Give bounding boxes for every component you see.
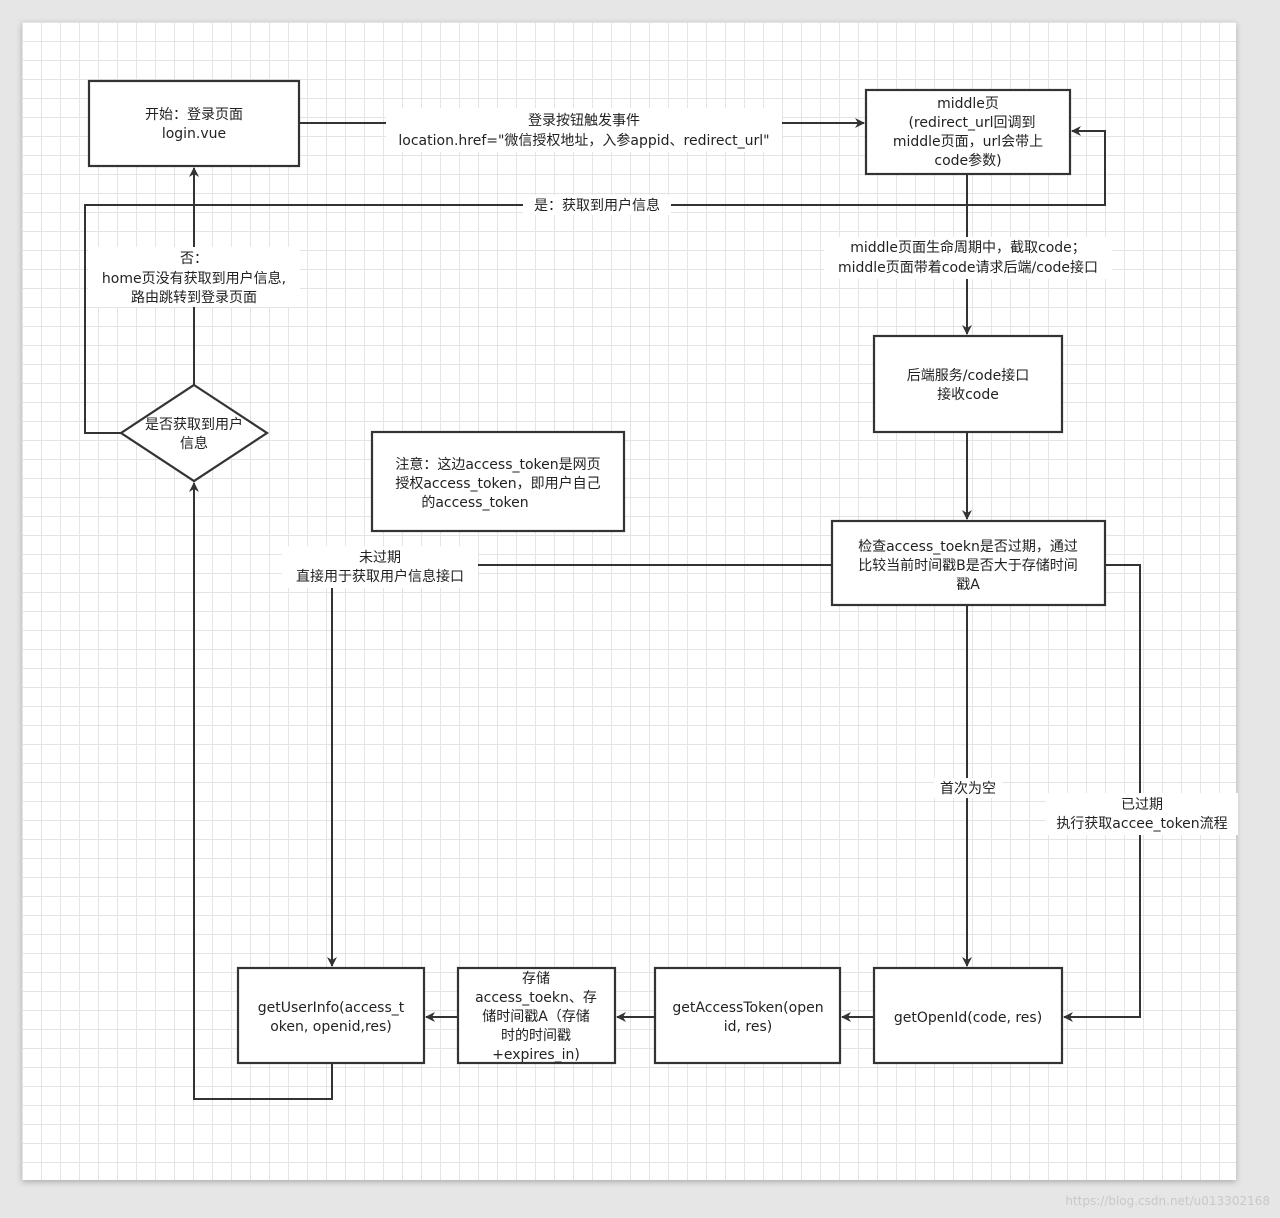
note-text: 的access_token: [421, 495, 528, 511]
node-text: getUserInfo(access_t: [258, 1000, 405, 1016]
edge-label: 否：: [180, 251, 208, 267]
edge-label: 登录按钮触发事件: [528, 113, 640, 129]
node-text: middle页: [937, 96, 999, 112]
edge-label: middle页面生命周期中，截取code；: [850, 239, 1086, 256]
node-text: 是否获取到用户: [145, 416, 243, 433]
label-no-info: 否： home页没有获取到用户信息, 路由跳转到登录页面: [88, 247, 300, 307]
node-middle-page: middle页 (redirect_url回调到 middle页面，url会带上…: [864, 88, 1072, 176]
edge-label: 首次为空: [940, 781, 996, 797]
edge-label: middle页面带着code请求后端/code接口: [838, 259, 1098, 276]
node-text: id, res): [724, 1019, 773, 1035]
node-text: oken, openid,res): [270, 1019, 392, 1035]
node-text: login.vue: [162, 126, 226, 142]
watermark: https://blog.csdn.net/u013302168: [1065, 1194, 1270, 1208]
node-text: 信息: [180, 435, 208, 452]
edge-label: 执行获取accee_token流程: [1056, 816, 1227, 832]
label-login-click: 登录按钮触发事件 location.href="微信授权地址，入参appid、r…: [386, 108, 782, 152]
edge-label: home页没有获取到用户信息,: [102, 270, 286, 287]
node-text: 存储: [522, 971, 550, 987]
note-text: 授权access_token，即用户自己: [395, 475, 600, 492]
edge-check-expired: [1063, 564, 1141, 1022]
node-text: 时的时间戳: [501, 1028, 571, 1044]
node-text: access_toekn、存: [475, 990, 597, 1006]
label-expired: 已过期 执行获取accee_token流程: [1046, 793, 1238, 835]
node-store-token: 存储 access_toekn、存 储时间戳A（存储 时的时间戳 +expire…: [456, 966, 617, 1065]
node-text: +expires_in): [492, 1047, 580, 1063]
edge-label: location.href="微信授权地址，入参appid、redirect_u…: [398, 132, 769, 149]
note-box: 注意：这边access_token是网页 授权access_token，即用户自…: [370, 430, 626, 533]
edge-label: 未过期: [359, 550, 401, 566]
label-not-expired: 未过期 直接用于获取用户信息接口: [282, 546, 478, 588]
label-yes-got-info: 是：获取到用户信息: [523, 195, 671, 215]
note-text: 注意：这边access_token是网页: [395, 456, 600, 473]
node-check-token: 检查access_toekn是否过期，通过 比较当前时间戳B是否大于存储时间 戳…: [830, 519, 1107, 607]
edge-label: 是：获取到用户信息: [534, 197, 660, 214]
node-text: 接收code: [937, 386, 999, 403]
edge-check-not-expired: [327, 564, 832, 967]
node-text: 后端服务/code接口: [907, 367, 1029, 384]
node-text: getOpenId(code, res): [894, 1010, 1042, 1026]
node-text: middle页面，url会带上: [893, 134, 1043, 150]
node-decision: 是否获取到用户 信息: [118, 383, 270, 483]
node-text: 戳A: [956, 577, 980, 593]
edge-label: 已过期: [1121, 797, 1163, 813]
label-middle-to-backend: middle页面生命周期中，截取code； middle页面带着code请求后端…: [824, 237, 1112, 279]
node-text: 比较当前时间戳B是否大于存储时间: [858, 557, 1078, 574]
edge-label: 路由跳转到登录页面: [131, 290, 257, 306]
node-get-user-info: getUserInfo(access_t oken, openid,res): [236, 966, 426, 1065]
node-backend-code-api: 后端服务/code接口 接收code: [872, 334, 1064, 434]
node-text: code参数): [934, 152, 1001, 169]
node-text: 检查access_toekn是否过期，通过: [858, 539, 1078, 555]
node-text: getAccessToken(open: [672, 1000, 823, 1016]
node-text: (redirect_url回调到: [908, 115, 1035, 131]
node-start: 开始：登录页面 login.vue: [87, 79, 301, 168]
node-text: 储时间戳A（存储: [482, 1009, 590, 1025]
node-get-access-token: getAccessToken(open id, res): [653, 966, 842, 1065]
edge-userinfo-to-decision: [189, 482, 333, 1100]
node-get-open-id: getOpenId(code, res): [872, 966, 1064, 1065]
edge-label: 直接用于获取用户信息接口: [296, 568, 464, 585]
node-text: 开始：登录页面: [145, 107, 243, 123]
label-first-empty: 首次为空: [934, 778, 1002, 798]
